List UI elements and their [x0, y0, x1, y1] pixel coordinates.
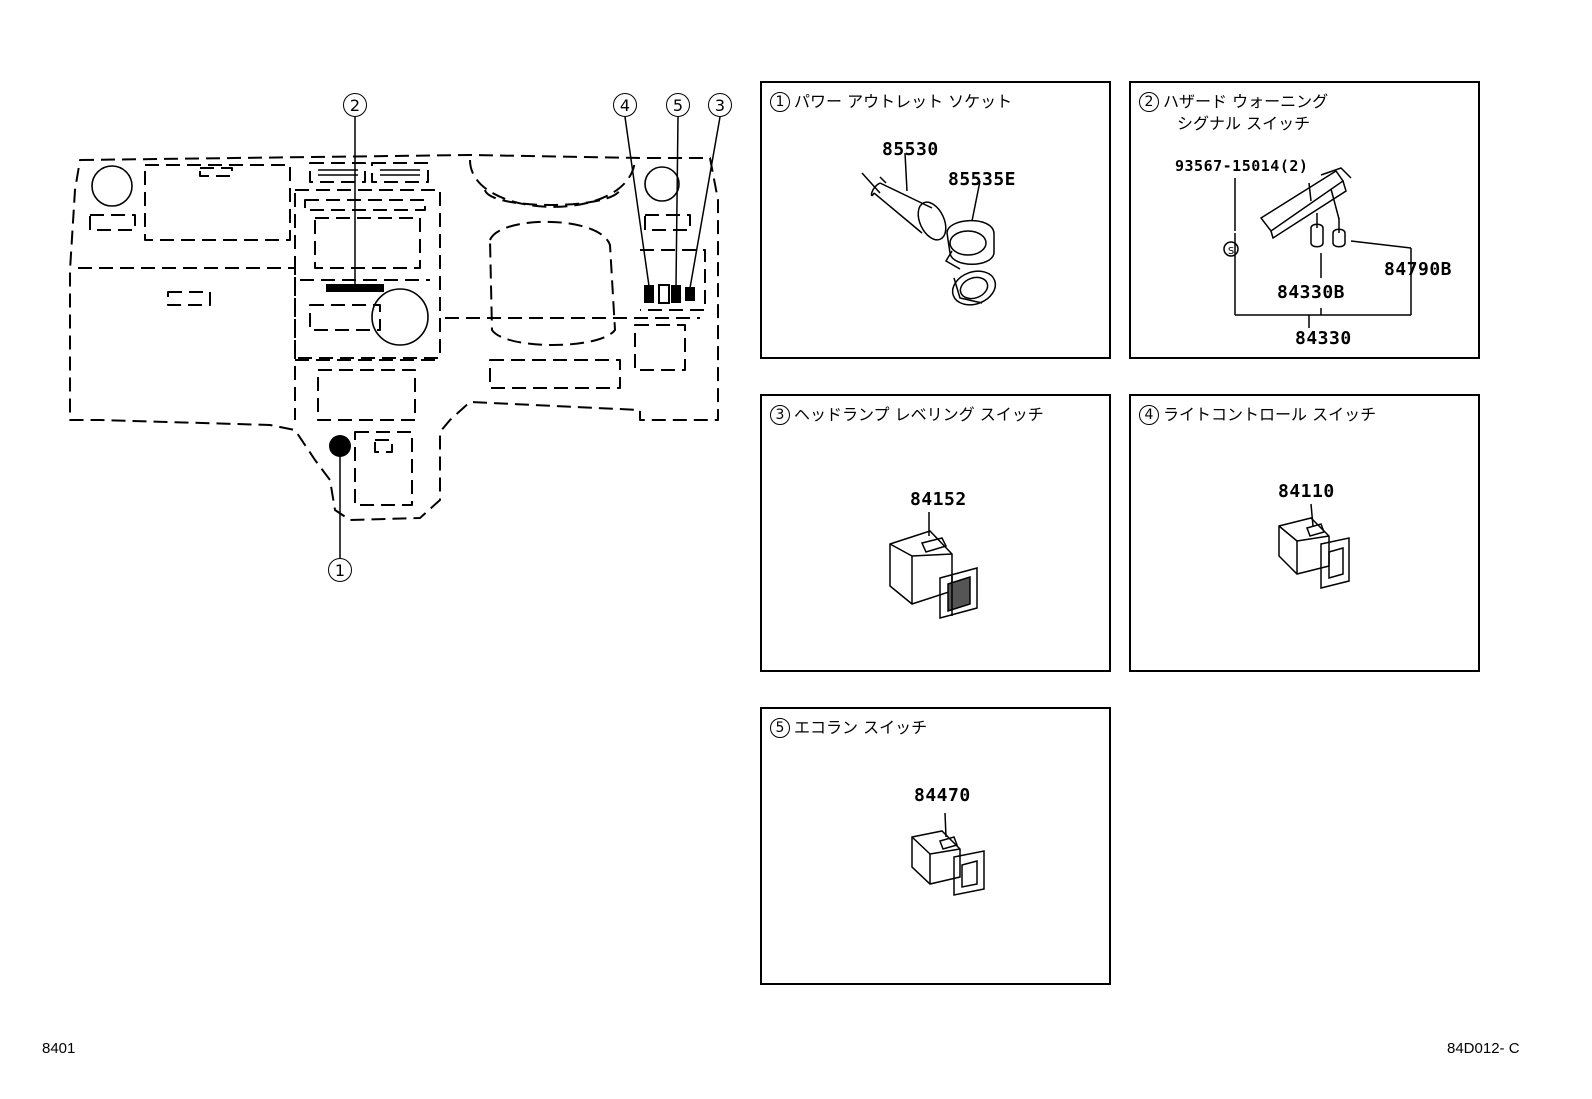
- eco-run-location-marker: [671, 285, 681, 303]
- panel-title-line: エコラン スイッチ: [794, 718, 928, 737]
- screw-symbol-label: S: [1228, 246, 1234, 257]
- panel-title: 3 ヘッドランプ レベリング スイッチ: [770, 404, 1044, 426]
- footer-illustration-code: 84D012- C: [1447, 1040, 1520, 1057]
- panel-number: 3: [770, 405, 790, 425]
- panel-title-line: ライトコントロール スイッチ: [1163, 405, 1377, 424]
- dashboard-overview-drawing: [69, 116, 721, 558]
- panel-power-outlet-socket: 1 パワー アウトレット ソケット 85530 85535E: [760, 81, 1111, 359]
- panel-title-line: パワー アウトレット ソケット: [794, 92, 1013, 111]
- panel-title-line: ヘッドランプ レベリング スイッチ: [794, 405, 1044, 424]
- light-control-switch-illustration: [1278, 503, 1350, 589]
- part-number: 85535E: [948, 169, 1017, 190]
- light-control-location-marker: [644, 285, 654, 303]
- overview-callout-1: 1: [328, 558, 352, 582]
- panel-number: 2: [1139, 92, 1159, 112]
- panel-eco-run-switch: 5 エコラン スイッチ 84470: [760, 707, 1111, 985]
- power-outlet-illustration: [861, 152, 997, 306]
- part-number: 93567-15014(2): [1175, 157, 1309, 175]
- panel-number: 5: [770, 718, 790, 738]
- panel-hazard-warning-signal-switch: S 2 ハザード ウォーニング シグナル スイッチ 93567-15014(2)…: [1129, 81, 1480, 359]
- eco-run-switch-illustration: [911, 812, 985, 896]
- panel-title: 1 パワー アウトレット ソケット: [770, 91, 1012, 113]
- panel-number: 1: [770, 92, 790, 112]
- footer-figure-number: 8401: [42, 1040, 76, 1057]
- panel-title: 2 ハザード ウォーニング シグナル スイッチ: [1139, 91, 1328, 135]
- panel-light-control-switch: 4 ライトコントロール スイッチ 84110: [1129, 394, 1480, 672]
- part-number: 84110: [1278, 481, 1335, 502]
- part-number: 84470: [914, 785, 971, 806]
- panel-title: 5 エコラン スイッチ: [770, 717, 927, 739]
- hazard-switch-location-marker: [326, 284, 384, 292]
- panel-title-line: シグナル スイッチ: [1177, 114, 1311, 133]
- part-number: 84330: [1295, 328, 1352, 349]
- overview-callout-5: 5: [666, 93, 690, 117]
- panel-title-line: ハザード ウォーニング: [1163, 92, 1329, 111]
- headlamp-leveling-location-marker: [685, 287, 695, 301]
- part-number: 85530: [882, 139, 939, 160]
- overview-callout-4: 4: [613, 93, 637, 117]
- part-number: 84152: [910, 489, 967, 510]
- part-number: 84330B: [1277, 282, 1346, 303]
- headlamp-leveling-switch-illustration: [889, 512, 978, 619]
- part-number: 84790B: [1384, 259, 1453, 280]
- overview-callout-3: 3: [708, 93, 732, 117]
- panel-headlamp-leveling-switch: 3 ヘッドランプ レベリング スイッチ 84152: [760, 394, 1111, 672]
- panel-title: 4 ライトコントロール スイッチ: [1139, 404, 1376, 426]
- screw-symbol-icon: [1223, 241, 1239, 257]
- overview-callout-2: 2: [343, 93, 367, 117]
- hazard-switch-illustration: S: [1223, 167, 1412, 328]
- panel-number: 4: [1139, 405, 1159, 425]
